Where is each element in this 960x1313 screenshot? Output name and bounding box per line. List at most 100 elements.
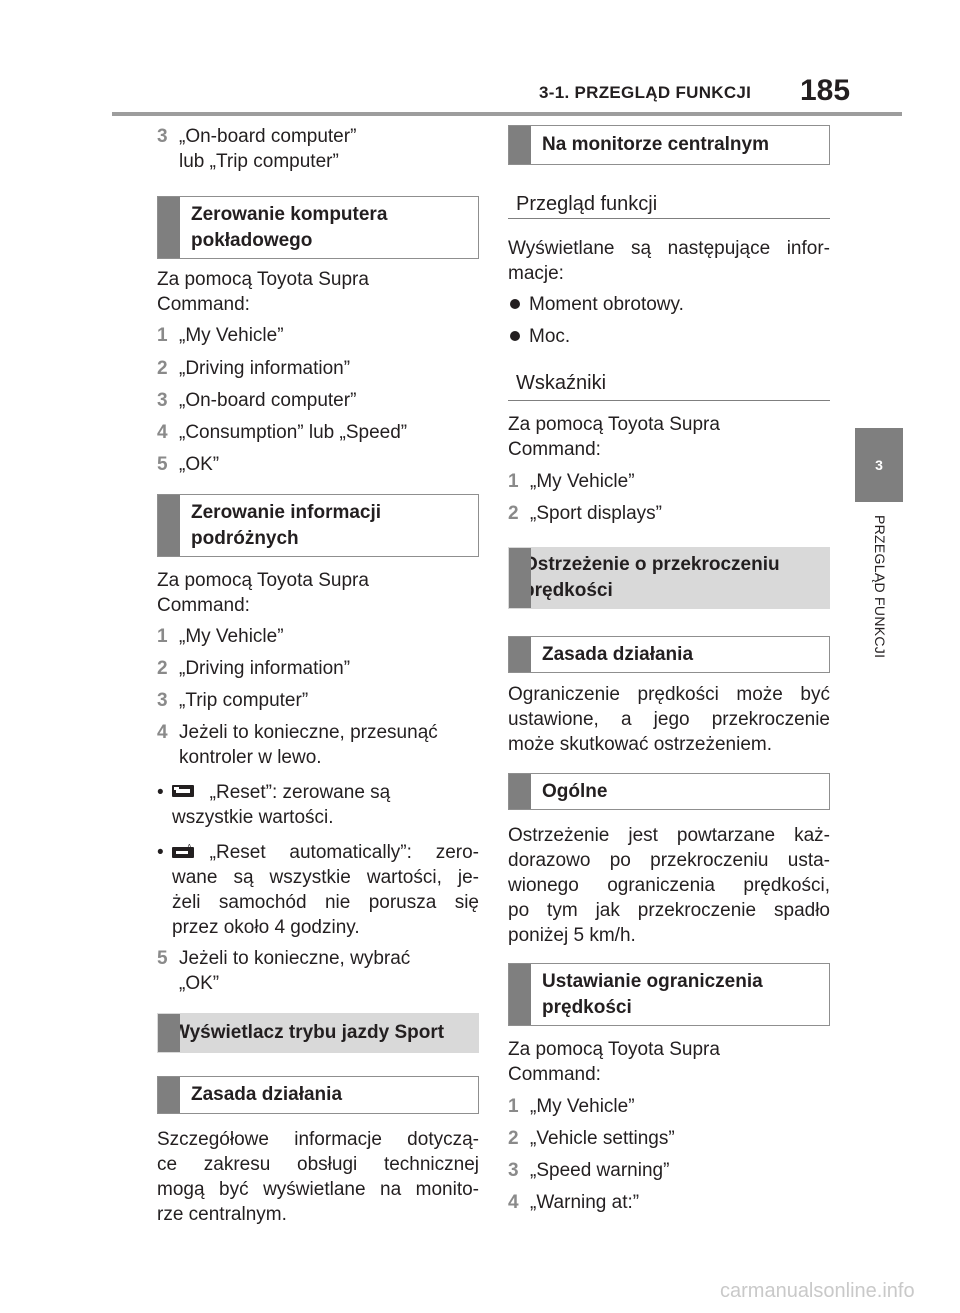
heading-line: Ogólne — [542, 780, 608, 802]
step-number: 4 — [157, 722, 168, 743]
sub-item-reset: •„Reset”: zerowane są wszystkie wartości… — [157, 780, 479, 830]
step-text: „OK” — [179, 454, 220, 475]
step-item: 2„Sport displays” — [508, 501, 662, 526]
text-line: Ostrzeżenie jest powtarzane każ- — [508, 825, 830, 846]
step-number: 1 — [508, 471, 519, 492]
sub-item-text: „Reset automatically”: zero- — [209, 842, 479, 863]
step-number: 4 — [157, 422, 168, 443]
sub-item-text: wszystkie wartości. — [172, 807, 334, 828]
step-number: 1 — [508, 1096, 519, 1117]
bullet-dot — [510, 298, 520, 309]
step-text: „My Vehicle” — [530, 471, 635, 492]
heading-line: pokładowego — [191, 229, 313, 251]
step-number: 2 — [157, 358, 168, 379]
step-item: 1 „My Vehicle” — [157, 624, 284, 649]
heading-reset-onboard-computer: Zerowanie komputera pokładowego — [157, 196, 479, 259]
paragraph: Ograniczenie prędkości może być ustawion… — [508, 682, 830, 757]
subheading-overview: Przegląd funkcji — [508, 191, 830, 219]
step-text: „Warning at:” — [530, 1192, 640, 1213]
step-number: 1 — [157, 325, 168, 346]
heading-principle: Zasada działania — [157, 1076, 479, 1114]
auto-reset-icon: A — [171, 844, 194, 858]
watermark: carmanualsonline.info — [720, 1280, 915, 1302]
step-item: 1 „My Vehicle” — [508, 469, 635, 494]
paragraph: Wyświetlane są następujące infor- macje: — [508, 236, 830, 286]
subheading-indicators: Wskaźniki — [508, 370, 830, 401]
step-number: 3 — [157, 690, 168, 711]
bullet-mark: • — [157, 782, 164, 803]
page-number: 185 — [800, 74, 851, 107]
text-line: Za pomocą Toyota Supra — [157, 269, 369, 290]
step-number: 3 — [157, 126, 168, 147]
step-item: 4 „Warning at:” — [508, 1190, 639, 1215]
heading-central-monitor: Na monitorze centralnym — [508, 125, 830, 165]
text-line: Szczegółowe informacje dotyczą- — [157, 1129, 479, 1150]
step-text: „On-board computer” — [179, 126, 357, 147]
section-title: 3-1. PRZEGLĄD FUNKCJI — [539, 83, 752, 102]
text-line: rze centralnym. — [157, 1204, 287, 1225]
text-line: Command: — [157, 294, 250, 315]
text-line: Ograniczenie prędkości może być — [508, 684, 830, 705]
heading-line: prędkości — [523, 580, 613, 601]
step-text: „My Vehicle” — [179, 626, 284, 647]
text-line: Command: — [508, 1064, 601, 1085]
heading-line: Zerowanie informacji — [191, 501, 382, 523]
heading-line: Zasada działania — [542, 643, 694, 665]
step-item: 2 „Driving information” — [157, 356, 350, 381]
text-line: wionego ograniczenia prędkości, — [508, 875, 830, 896]
sub-item-text: żeli samochód nie porusza się — [172, 892, 479, 913]
bullet-text: Moc. — [529, 326, 571, 347]
sub-item-text: wane są wszystkie wartości, je- — [172, 867, 479, 888]
step-text: „Trip computer” — [179, 690, 309, 711]
intro-text: Za pomocą Toyota Supra Command: — [157, 568, 479, 618]
intro-text: Za pomocą Toyota Supra Command: — [508, 1037, 830, 1087]
heading-reset-trip-info: Zerowanie informacji podróżnych — [157, 494, 479, 557]
heading-general: Ogólne — [508, 773, 830, 810]
text-line: Za pomocą Toyota Supra — [508, 414, 720, 435]
step-item: 3 „Trip computer” — [157, 688, 308, 713]
intro-text: Za pomocą Toyota Supra Command: — [508, 412, 830, 462]
heading-set-speed-limit: Ustawianie ograniczenia prędkości — [508, 963, 830, 1026]
header-rule — [112, 112, 902, 116]
step-number: 5 — [157, 454, 168, 475]
heading-line: Wyświetlacz trybu jazdy Sport — [172, 1022, 445, 1043]
step-text: „On-board computer” — [179, 390, 357, 411]
step-text: „My Vehicle” — [179, 325, 284, 346]
text-line: po tym jak przekroczenie spadło — [508, 900, 830, 921]
bullet-item: Moment obrotowy. — [508, 292, 684, 317]
step-item: 4 Jeżeli to konieczne, przesunąć kontrole… — [157, 720, 438, 770]
step-text-cont: lub „Trip computer” — [179, 151, 339, 172]
chapter-tab: 3 — [855, 428, 903, 502]
step-text: „Vehicle settings” — [530, 1128, 675, 1149]
step-number: 4 — [508, 1192, 519, 1213]
step-text: „Sport displays” — [530, 503, 662, 524]
step-text: „Driving information” — [179, 658, 351, 679]
step-item: 1 „My Vehicle” — [157, 323, 284, 348]
step-text: Jeżeli to konieczne, przesunąć — [179, 722, 438, 743]
text-line: dorazowo po przekroczeniu usta- — [508, 850, 830, 871]
sub-item-text: przez około 4 godziny. — [172, 917, 360, 938]
text-line: Za pomocą Toyota Supra — [157, 570, 369, 591]
step-item: 4„Consumption” lub „Speed” — [157, 420, 407, 445]
step-number: 1 — [157, 626, 168, 647]
svg-text:A: A — [187, 844, 192, 851]
step-number: 2 — [157, 658, 168, 679]
step-text-cont: „OK” — [179, 973, 220, 994]
step-text-cont: kontroler w lewo. — [179, 747, 322, 768]
reset-icon — [171, 784, 194, 797]
paragraph: Szczegółowe informacje dotyczą- ce zakre… — [157, 1127, 479, 1227]
heading-line: Zerowanie komputera — [191, 203, 388, 225]
heading-line: Ustawianie ograniczenia — [542, 970, 763, 992]
step-number: 3 — [157, 390, 168, 411]
text-line: poniżej 5 km/h. — [508, 925, 636, 946]
step-text: „My Vehicle” — [530, 1096, 635, 1117]
step-item: 2 „Driving information” — [157, 656, 350, 681]
paragraph: Ostrzeżenie jest powtarzane każ- dorazow… — [508, 823, 830, 948]
bullet-dot — [510, 330, 520, 341]
text-line: ce zakresu obsługi technicznej — [157, 1154, 479, 1175]
step-text: „Driving information” — [179, 358, 351, 379]
bullet-item: Moc. — [508, 324, 570, 349]
bullet-text: Moment obrotowy. — [529, 294, 684, 315]
sub-item-reset-auto: •A„Reset automatically”: zero- wane są w… — [157, 840, 479, 940]
